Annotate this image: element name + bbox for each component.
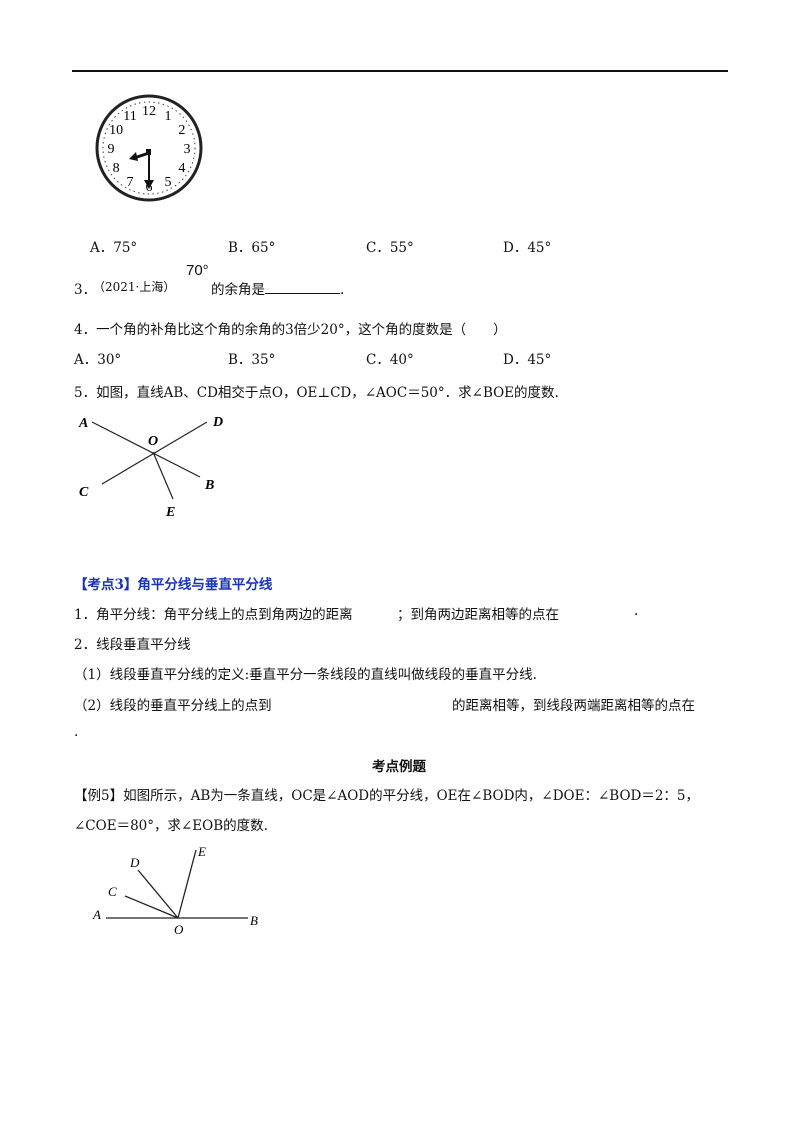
section3-line1b: ；到角两边距离相等的点在 xyxy=(397,607,559,623)
clock-number: 1 xyxy=(165,109,172,124)
clock-number: 4 xyxy=(178,161,185,176)
clock-number: 10 xyxy=(109,123,123,138)
clock-outer-ring xyxy=(95,94,203,202)
clock-number: 5 xyxy=(165,175,172,190)
q3-source: （2021·上海） xyxy=(93,280,176,294)
clock-number: 7 xyxy=(127,175,134,190)
clock-figure: 121234567891011 xyxy=(95,94,203,202)
q4-option-d: D．45° xyxy=(503,352,552,368)
clock-number: 3 xyxy=(184,142,191,157)
examples-heading: 考点例题 xyxy=(372,759,426,775)
q5-line-cd xyxy=(101,421,208,485)
section3-line1c: . xyxy=(634,603,639,619)
q2-option-d: D．45° xyxy=(503,240,552,256)
q5-label-a: A xyxy=(78,416,88,431)
q5-label-o: O xyxy=(148,434,158,449)
q5-text: 5．如图，直线AB、CD相交于点O，OE⊥CD，∠AOC＝50°．求∠BOE的度… xyxy=(74,385,559,401)
ex5-label-d: D xyxy=(129,855,140,870)
q3-end: . xyxy=(340,282,345,298)
q5-label-c: C xyxy=(79,485,89,500)
clock-number: 11 xyxy=(123,109,136,124)
ex5-label-b: B xyxy=(250,913,258,928)
example5-figure: A B C D E O xyxy=(92,844,258,935)
clock-number: 8 xyxy=(113,161,120,176)
q4-option-b: B．35° xyxy=(228,352,276,368)
q3-answer-blank xyxy=(265,281,340,294)
clock-number: 12 xyxy=(142,104,156,119)
q5-label-d: D xyxy=(212,415,223,430)
clock-minute-hand-tip xyxy=(144,180,154,189)
example5-text1: 如图所示，AB为一条直线，OC是∠AOD的平分线，OE在∠BOD内，∠DOE：∠… xyxy=(123,788,700,804)
example5-line1: 【例5】如图所示，AB为一条直线，OC是∠AOD的平分线，OE在∠BOD内，∠D… xyxy=(74,784,699,804)
ex5-ray-oc xyxy=(124,895,179,919)
ex5-label-a: A xyxy=(92,907,101,922)
q2-option-a: A．75° xyxy=(90,240,138,256)
q3-text: 的余角是. xyxy=(211,278,344,298)
q5-label-b: B xyxy=(204,478,214,493)
section3-line1a: 1．角平分线：角平分线上的点到角两边的距离 xyxy=(74,607,353,623)
ex5-ray-od xyxy=(137,869,179,919)
section3-line2: 2．线段垂直平分线 xyxy=(74,637,191,653)
q5-figure: A D O C B E xyxy=(78,415,223,520)
example5-tag: 【例5】 xyxy=(74,788,124,804)
q3-number: 3． xyxy=(74,282,97,298)
section3-line5: . xyxy=(74,724,79,740)
q4-text: 4．一个角的补角比这个角的余角的3倍少20°，这个角的度数是（ ） xyxy=(74,322,507,338)
ex5-label-c: C xyxy=(108,884,117,899)
q5-label-e: E xyxy=(165,505,175,520)
ex5-label-e: E xyxy=(197,844,206,859)
clock-center xyxy=(146,149,151,155)
section3-line4b: 的距离相等，到线段两端距离相等的点在 xyxy=(452,698,695,714)
q4-option-c: C．40° xyxy=(366,352,414,368)
ex5-ray-oe xyxy=(177,849,197,919)
q4-option-a: A．30° xyxy=(74,352,122,368)
q3-prompt: 的余角是 xyxy=(211,282,265,298)
q2-option-c: C．55° xyxy=(366,240,414,256)
clock-number: 2 xyxy=(178,123,185,138)
example5-line2: ∠COE＝80°，求∠EOB的度数. xyxy=(74,818,268,834)
q5-line-oe xyxy=(152,451,174,500)
clock-minute-ticks xyxy=(102,101,196,195)
section3-line4a: （2）线段的垂直平分线上的点到 xyxy=(74,698,272,714)
clock-number: 9 xyxy=(108,142,115,157)
q5-line-ab xyxy=(91,421,201,478)
header-rule xyxy=(72,70,728,72)
section3-line3: （1）线段垂直平分线的定义:垂直平分一条线段的直线叫做线段的垂直平分线. xyxy=(74,667,537,683)
q2-option-b: B．65° xyxy=(228,240,276,256)
q3-angle: 70° xyxy=(186,262,209,279)
clock-hour-hand-tip xyxy=(129,152,138,161)
ex5-label-o: O xyxy=(174,922,184,935)
section3-title: 【考点3】角平分线与垂直平分线 xyxy=(74,577,273,593)
